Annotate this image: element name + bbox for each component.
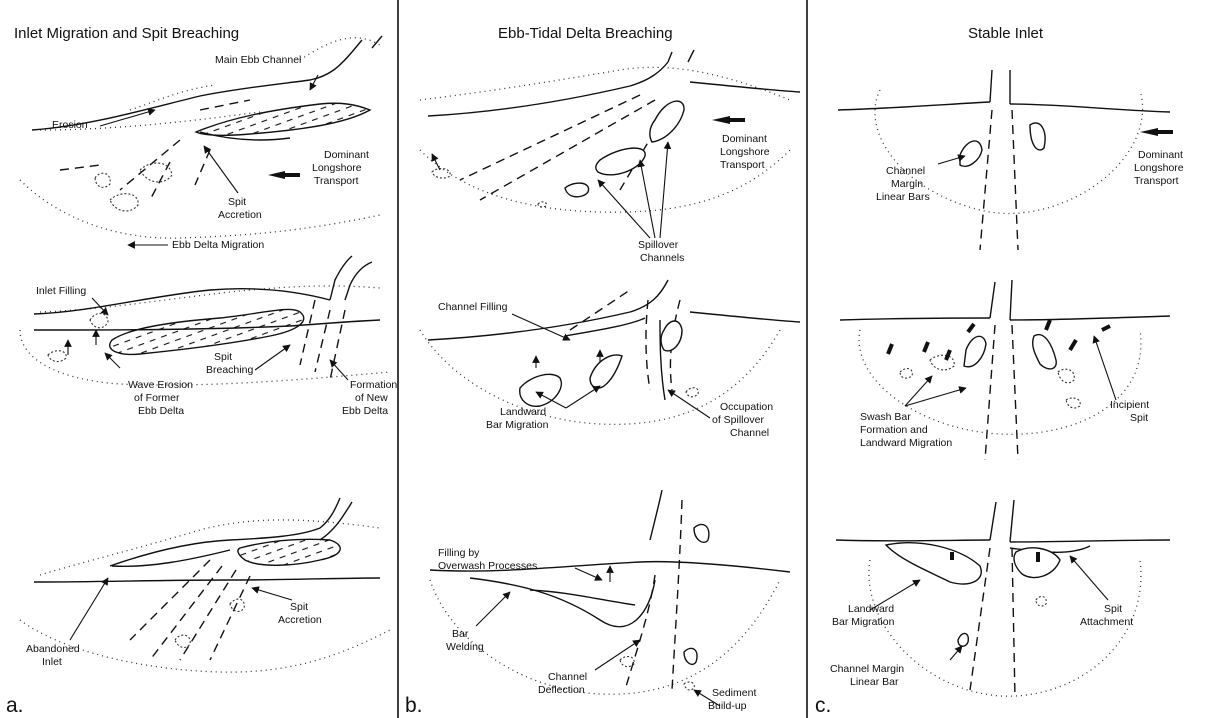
label-erosion: Erosion [52, 119, 88, 131]
label-swash-bar: Swash Bar [860, 411, 911, 423]
panel-title: Inlet Migration and Spit Breaching [14, 25, 239, 42]
panel-c: Stable Inlet Channel Margin Linear Bars … [815, 25, 1184, 717]
label-longshore: Longshore [312, 162, 362, 174]
label-ebb-delta: Ebb Delta [342, 405, 388, 417]
label-channel: Channel [886, 165, 925, 177]
panel-b: Ebb-Tidal Delta Breaching Dominant Longs… [405, 25, 800, 717]
label-bar: Bar [452, 628, 469, 640]
label-ebb-delta-migration: Ebb Delta Migration [172, 239, 264, 251]
label-spit: Spit [228, 196, 246, 208]
label-accretion: Accretion [218, 209, 262, 221]
label-landward: Landward [848, 603, 894, 615]
panel-a-sketch-1: Main Ebb Channel Erosion Dominant Longsh… [20, 36, 382, 251]
panel-c-sketch-2: Swash Bar Formation and Landward Migrati… [840, 280, 1170, 460]
label-channel-margin: Channel Margin [830, 663, 904, 675]
label-ebb-delta: Ebb Delta [138, 405, 184, 417]
label-incipient: Incipient [1110, 399, 1149, 411]
label-bar-migration: Bar Migration [832, 616, 895, 628]
panel-letter: b. [405, 694, 423, 717]
panel-c-sketch-1: Channel Margin Linear Bars Dominant Long… [838, 70, 1184, 250]
label-abandoned: Abandoned [26, 643, 80, 655]
label-transport: Transport [314, 175, 359, 187]
label-bar-migration: Bar Migration [486, 419, 549, 431]
label-dominant: Dominant [722, 133, 767, 145]
label-spillover: Spillover [638, 239, 679, 251]
label-channel: Channel [548, 671, 587, 683]
label-sediment: Sediment [712, 687, 756, 699]
label-dominant: Dominant [1138, 149, 1183, 161]
panel-letter: a. [6, 694, 24, 717]
label-of-spillover: of Spillover [712, 414, 764, 426]
label-of-former: of Former [134, 392, 180, 404]
label-formation-and: Formation and [860, 424, 928, 436]
label-longshore: Longshore [720, 146, 770, 158]
label-inlet-filling: Inlet Filling [36, 285, 86, 297]
label-channel-filling: Channel Filling [438, 301, 508, 313]
label-margin: Margin [891, 178, 923, 190]
panel-a-sketch-2: Inlet Filling Spit Breaching Wave Erosio… [20, 256, 397, 417]
label-spit: Spit [1104, 603, 1122, 615]
label-breaching: Breaching [206, 364, 253, 376]
label-filling-by: Filling by [438, 547, 480, 559]
label-landward: Landward [500, 406, 546, 418]
label-landward-migration: Landward Migration [860, 437, 952, 449]
panel-letter: c. [815, 694, 831, 717]
panel-b-sketch-3: Filling by Overwash Processes Bar Weldin… [430, 490, 790, 712]
label-linear-bars: Linear Bars [876, 191, 930, 203]
label-spit: Spit [290, 601, 308, 613]
label-channel: Channel [730, 427, 769, 439]
label-occupation: Occupation [720, 401, 773, 413]
label-build-up: Build-up [708, 700, 747, 712]
panel-c-sketch-3: Landward Bar Migration Spit Attachment C… [830, 500, 1170, 698]
label-dominant: Dominant [324, 149, 369, 161]
label-transport: Transport [720, 159, 765, 171]
label-spit: Spit [1130, 412, 1148, 424]
panel-a-sketch-3: Abandoned Inlet Spit Accretion [20, 498, 390, 672]
label-of-new: of New [355, 392, 388, 404]
panel-title: Stable Inlet [968, 25, 1044, 42]
label-attachment: Attachment [1080, 616, 1133, 628]
panel-b-sketch-1: Dominant Longshore Transport Spillover C… [420, 50, 800, 264]
panel-a: Inlet Migration and Spit Breaching Main … [6, 25, 397, 717]
label-channels: Channels [640, 252, 684, 264]
label-wave-erosion: Wave Erosion [128, 379, 193, 391]
label-welding: Welding [446, 641, 484, 653]
label-inlet: Inlet [42, 656, 62, 668]
label-longshore: Longshore [1134, 162, 1184, 174]
label-transport: Transport [1134, 175, 1179, 187]
label-deflection: Deflection [538, 684, 585, 696]
panel-b-sketch-2: Channel Filling Landward Bar Migration O… [420, 280, 800, 439]
label-accretion: Accretion [278, 614, 322, 626]
label-linear-bar: Linear Bar [850, 676, 899, 688]
label-main-ebb-channel: Main Ebb Channel [215, 54, 301, 66]
label-formation: Formation [350, 379, 397, 391]
panel-title: Ebb-Tidal Delta Breaching [498, 25, 673, 42]
label-spit: Spit [214, 351, 232, 363]
label-overwash-processes: Overwash Processes [438, 560, 537, 572]
